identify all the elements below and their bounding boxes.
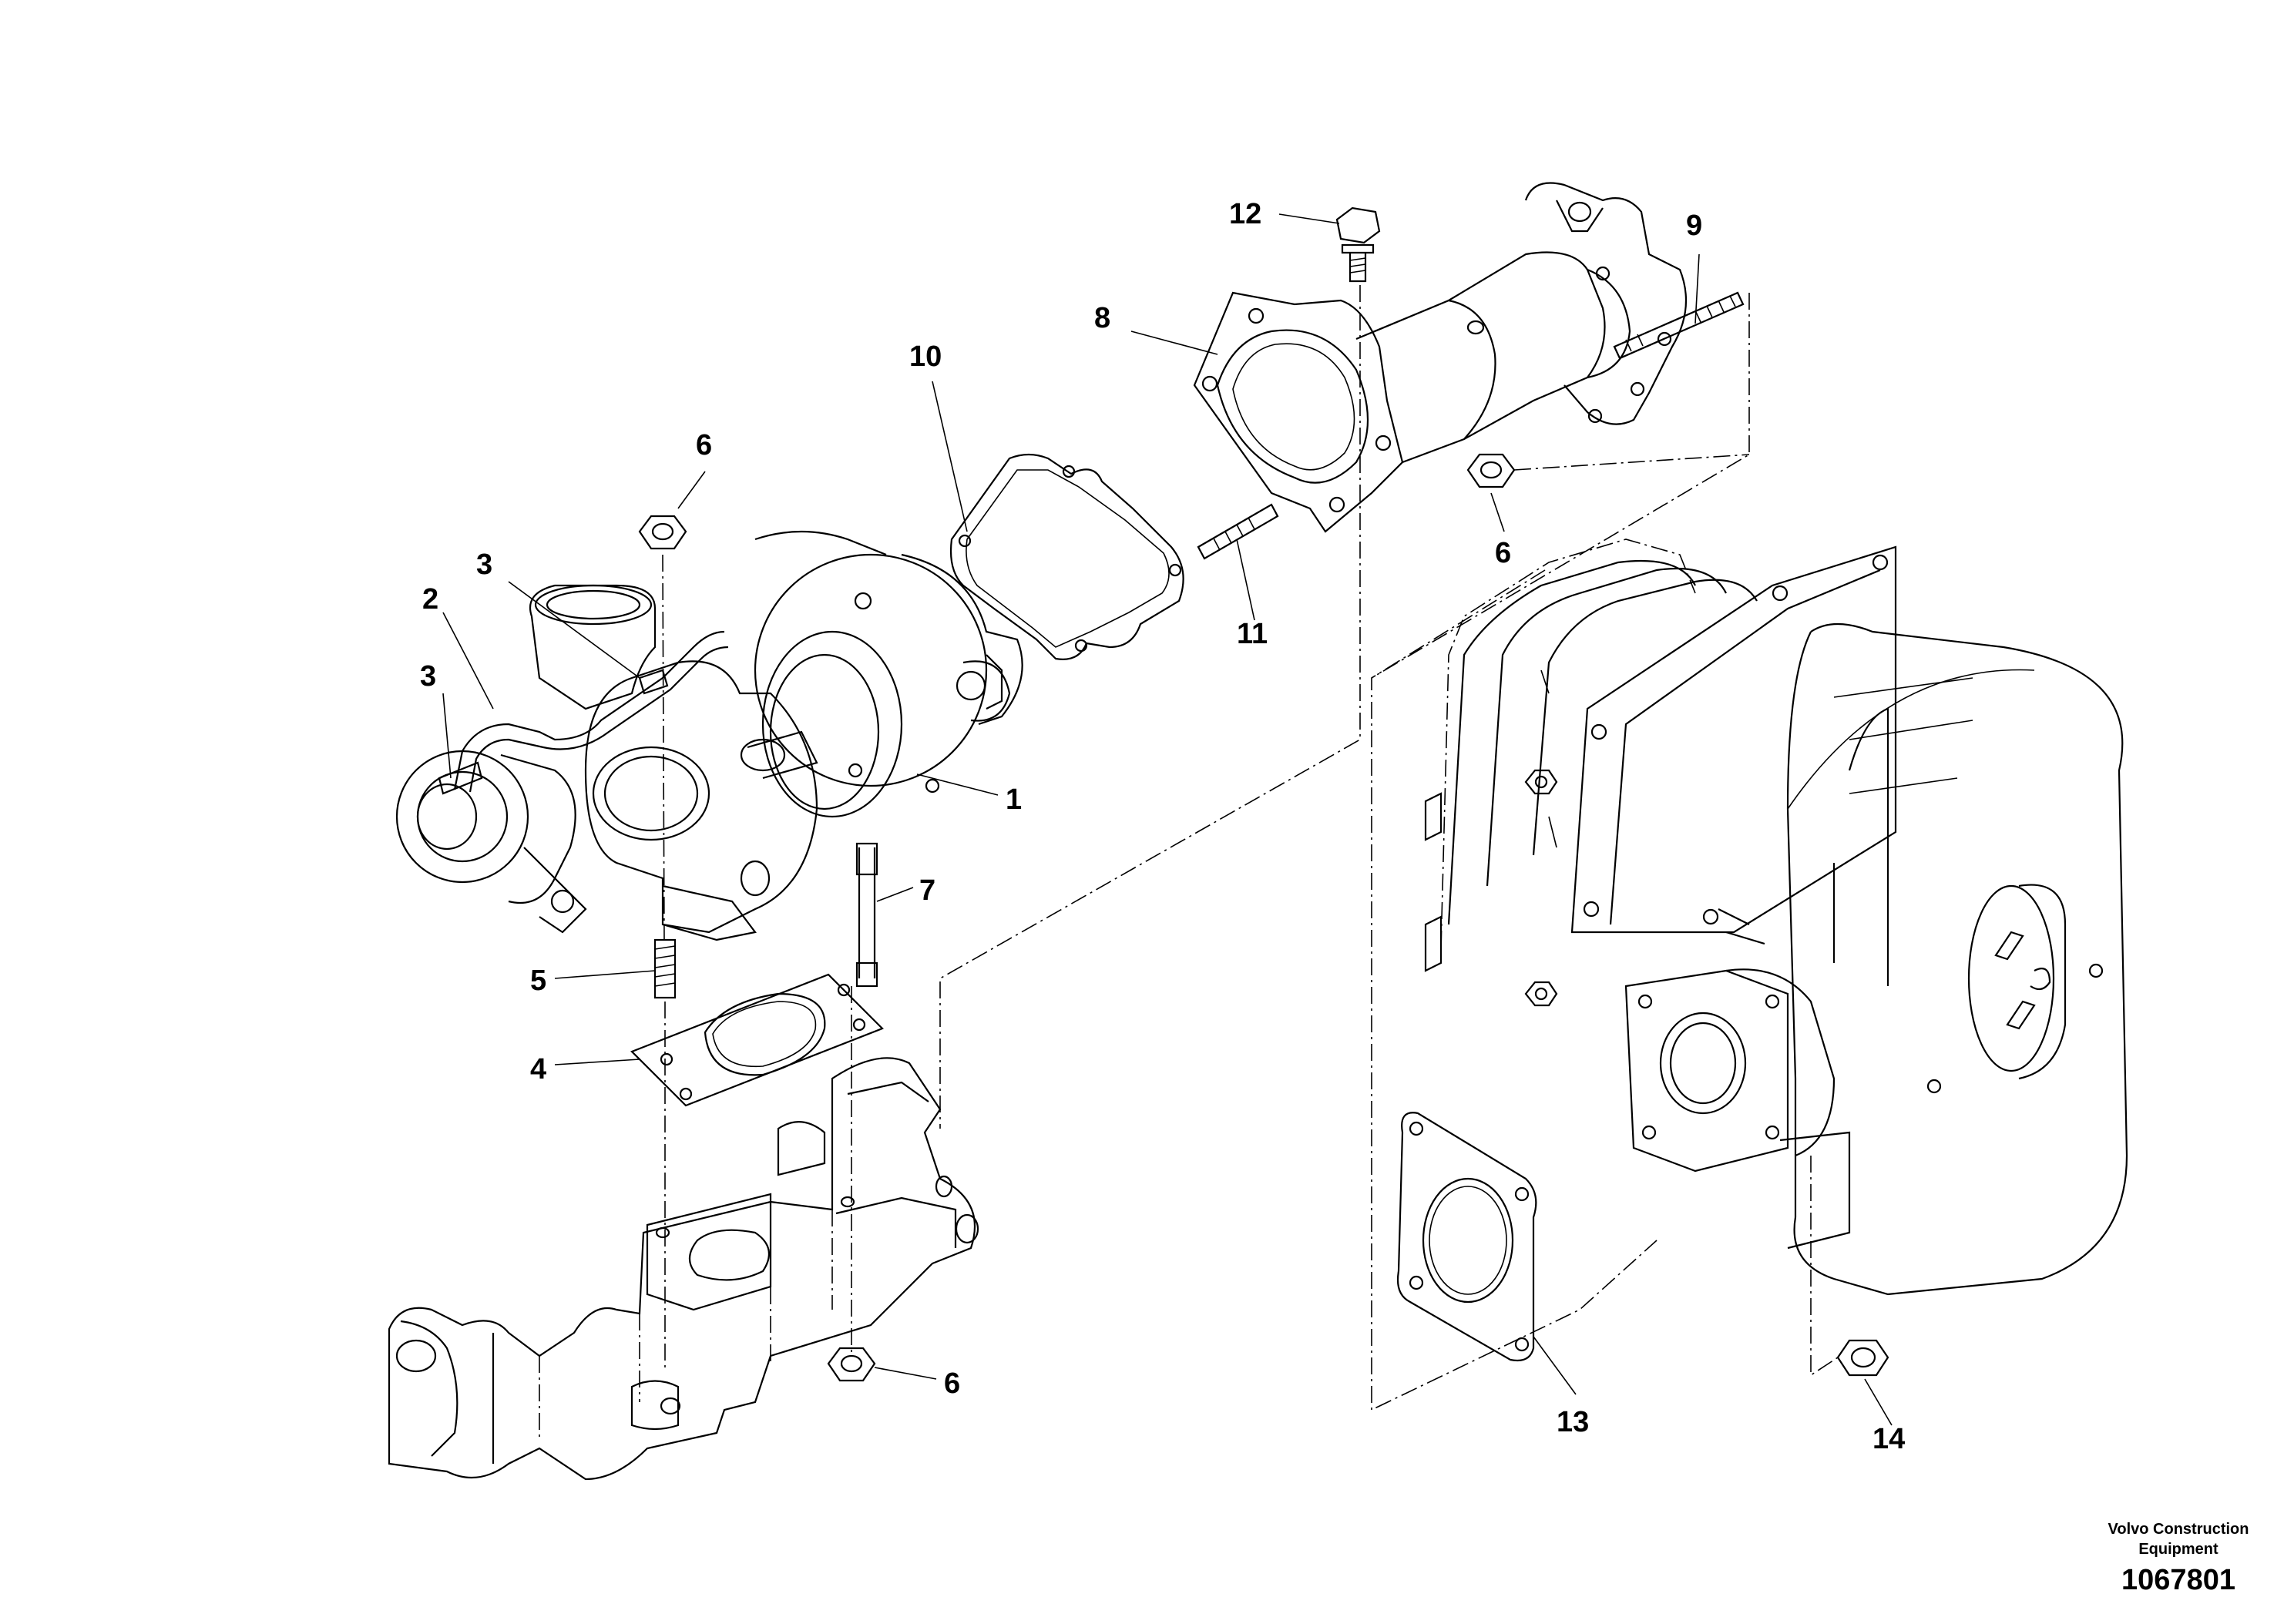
stud-11 bbox=[1197, 503, 1279, 560]
callout-8: 8 bbox=[1094, 302, 1110, 334]
bolt-12 bbox=[1335, 206, 1381, 283]
callout-2: 2 bbox=[422, 583, 438, 616]
exhaust-pipe-adapter bbox=[1193, 182, 1688, 533]
callout-12: 12 bbox=[1229, 198, 1261, 230]
publisher-name-line2: Equipment bbox=[2138, 1541, 2218, 1558]
stud-5 bbox=[653, 938, 677, 999]
nut-14 bbox=[1836, 1339, 1889, 1377]
callout-6-upper: 6 bbox=[696, 429, 712, 461]
callout-1: 1 bbox=[1006, 783, 1022, 816]
callout-6-lower: 6 bbox=[944, 1367, 960, 1400]
publisher-name-line1: Volvo Construction bbox=[2108, 1521, 2249, 1538]
callout-11: 11 bbox=[1237, 618, 1268, 650]
callout-5: 5 bbox=[530, 965, 546, 997]
publisher-stamp: Volvo Construction Equipment bbox=[2086, 1519, 2271, 1559]
assembly-center-lines bbox=[662, 285, 1839, 1411]
callout-labels: 1 2 3 3 4 5 6 6 6 7 8 9 10 11 12 13 14 bbox=[420, 198, 1905, 1455]
drawing-number: 1067801 bbox=[2121, 1564, 2235, 1596]
nut-6-lower bbox=[827, 1347, 876, 1382]
nut-6-upper bbox=[638, 515, 687, 550]
gasket-compressor-outlet bbox=[949, 453, 1184, 660]
callout-4: 4 bbox=[530, 1053, 546, 1085]
gasket-muffler-inlet bbox=[1396, 1112, 1537, 1362]
callout-9: 9 bbox=[1686, 210, 1702, 242]
callout-10: 10 bbox=[909, 341, 942, 373]
leader-lines bbox=[442, 213, 1893, 1426]
callout-3-upper: 3 bbox=[476, 549, 492, 581]
turbocharger bbox=[395, 530, 1023, 988]
callout-3-lower: 3 bbox=[420, 660, 436, 693]
gasket-turbo-flange bbox=[630, 973, 884, 1107]
callout-13: 13 bbox=[1557, 1406, 1589, 1438]
nut-6-right bbox=[1466, 453, 1516, 488]
exhaust-manifold bbox=[388, 1057, 979, 1481]
callout-6-right: 6 bbox=[1495, 537, 1511, 569]
callout-7: 7 bbox=[919, 874, 935, 907]
muffler-assembly bbox=[1424, 539, 2128, 1296]
callout-14: 14 bbox=[1872, 1423, 1905, 1455]
stud-9 bbox=[1613, 291, 1745, 360]
